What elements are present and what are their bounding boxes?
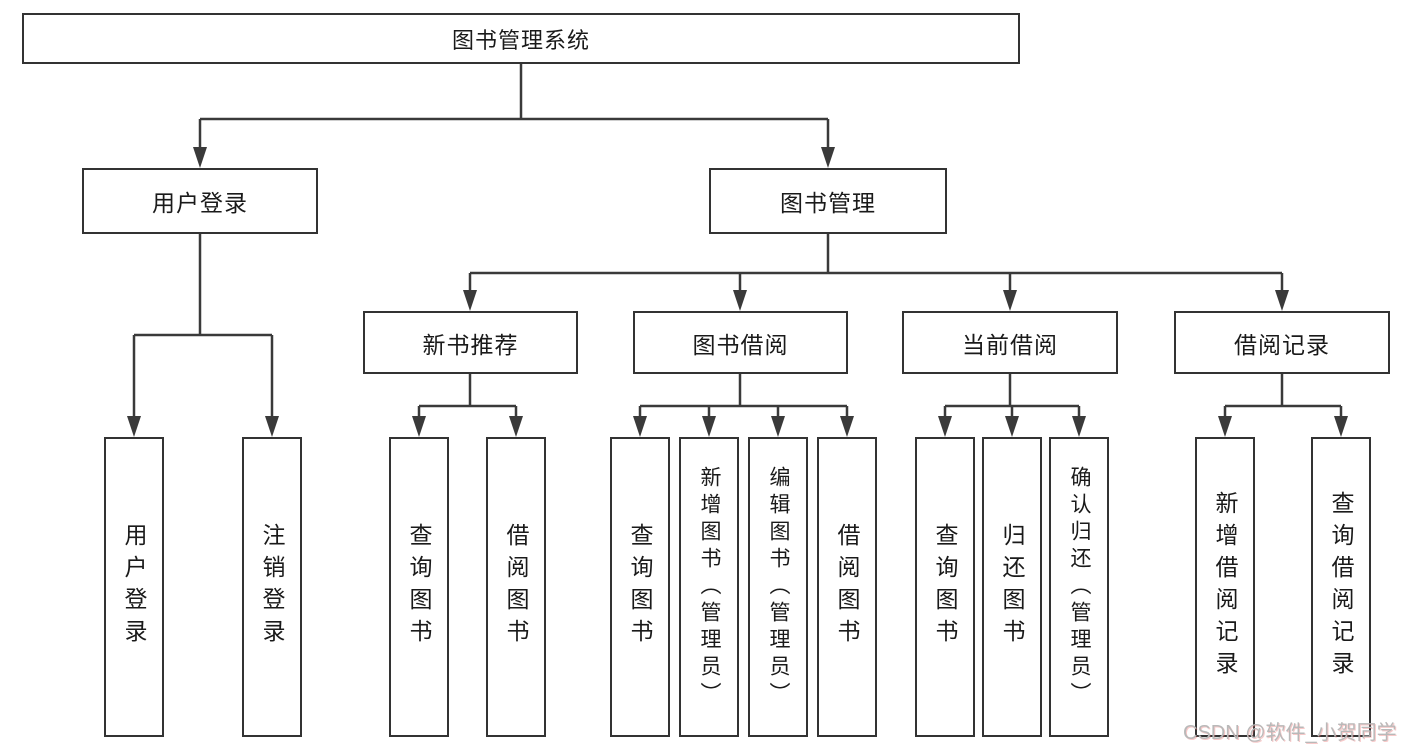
leaf-borrow-books-recommend: 借阅图书	[486, 437, 546, 737]
arrowheads	[127, 147, 1348, 437]
leaf-add-books-admin: 新增图书（管理员）	[679, 437, 739, 737]
leaf-query-books-borrowing: 查询图书	[610, 437, 670, 737]
csdn-watermark: CSDN @软件_小贺同学	[1183, 722, 1397, 744]
node-borrow-records: 借阅记录	[1174, 311, 1390, 374]
leaf-query-borrow-record: 查询借阅记录	[1311, 437, 1371, 737]
leaf-query-books-current: 查询图书	[915, 437, 975, 737]
node-current-borrowing: 当前借阅	[902, 311, 1118, 374]
node-book-management: 图书管理	[709, 168, 947, 234]
leaf-add-borrow-record: 新增借阅记录	[1195, 437, 1255, 737]
leaf-logout: 注销登录	[242, 437, 302, 737]
leaf-borrow-books: 借阅图书	[817, 437, 877, 737]
leaf-query-books-recommend: 查询图书	[389, 437, 449, 737]
leaf-user-login: 用户登录	[104, 437, 164, 737]
node-new-book-recommendation: 新书推荐	[363, 311, 578, 374]
leaf-edit-books-admin: 编辑图书（管理员）	[748, 437, 808, 737]
node-library-management-system: 图书管理系统	[22, 13, 1020, 64]
node-book-borrowing: 图书借阅	[633, 311, 848, 374]
leaf-confirm-return-admin: 确认归还（管理员）	[1049, 437, 1109, 737]
node-user-login: 用户登录	[82, 168, 318, 234]
leaf-return-books: 归还图书	[982, 437, 1042, 737]
